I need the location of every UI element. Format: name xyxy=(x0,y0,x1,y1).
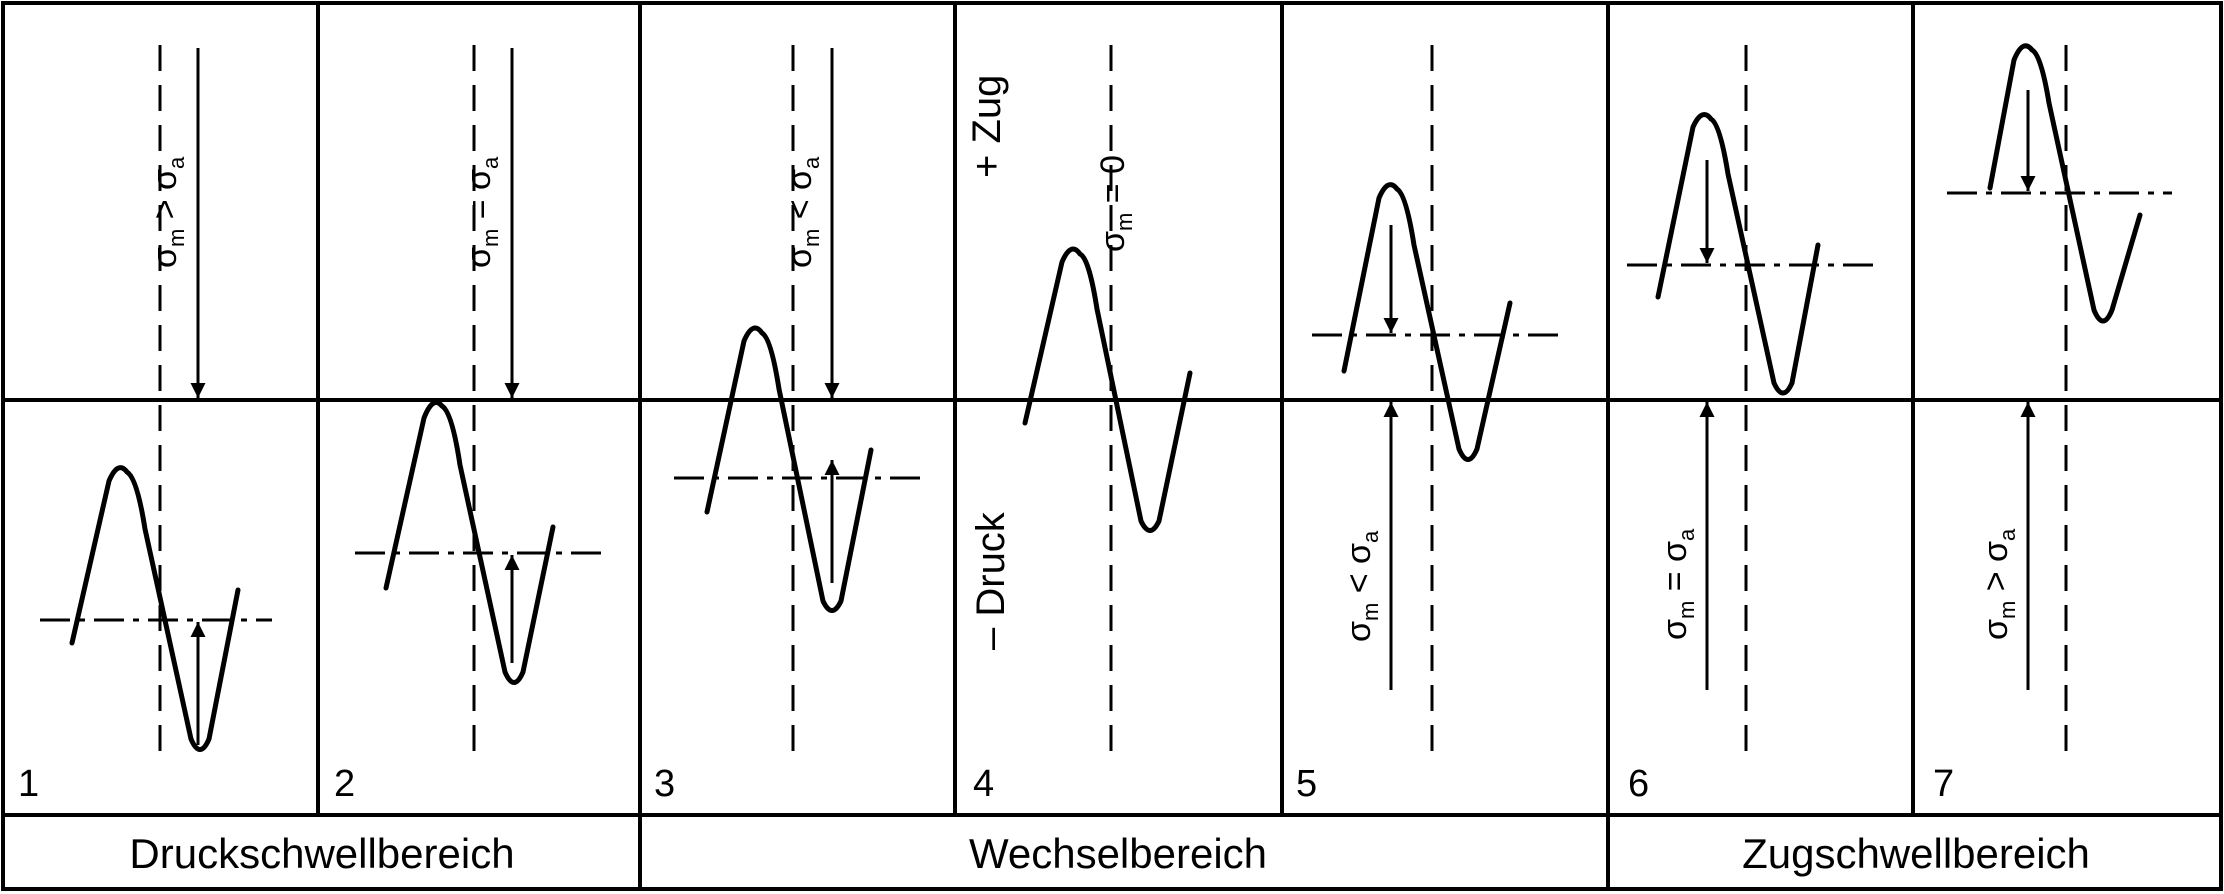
stress-label: σm = 0 xyxy=(1094,155,1137,252)
stress-curve xyxy=(1022,246,1193,533)
category-wechsel: Wechselbereich xyxy=(969,830,1267,877)
panel-1: σm > σa 1 xyxy=(18,45,272,805)
stress-curve xyxy=(1341,182,1513,462)
panel-7: σm > σa 7 xyxy=(1933,43,2172,805)
stress-label: σm = σa xyxy=(1656,528,1699,640)
stress-curve xyxy=(1987,43,2143,324)
panel-number: 7 xyxy=(1933,763,1954,805)
panel-number: 6 xyxy=(1628,763,1649,805)
stress-label: σm > σa xyxy=(1977,528,2020,640)
category-druckschwell: Druckschwellbereich xyxy=(129,830,514,877)
category-zugschwell: Zugschwellbereich xyxy=(1742,830,2090,877)
stress-curve xyxy=(69,465,241,752)
compression-label: – Druck xyxy=(969,511,1013,650)
tension-label: + Zug xyxy=(965,75,1009,178)
panel-3: σm < σa 3 xyxy=(654,45,924,805)
stress-label: σm < σa xyxy=(781,156,824,268)
panel-2: σm = σa 2 xyxy=(334,45,605,805)
panel-4: σm = 0 + Zug – Druck 4 xyxy=(965,45,1193,805)
panel-5: σm < σa 5 xyxy=(1296,45,1562,805)
stress-label: σm = σa xyxy=(460,156,503,268)
panel-number: 4 xyxy=(973,763,994,805)
stress-label: σm > σa xyxy=(146,156,189,268)
panel-number: 1 xyxy=(18,763,39,805)
panel-number: 5 xyxy=(1296,763,1317,805)
stress-label: σm < σa xyxy=(1340,530,1383,642)
stress-curve xyxy=(704,325,874,613)
panel-6: σm = σa 6 xyxy=(1627,45,1877,805)
panel-number: 2 xyxy=(334,763,355,805)
stress-curve xyxy=(1655,112,1821,396)
stress-curve xyxy=(383,400,556,685)
panel-number: 3 xyxy=(654,763,675,805)
